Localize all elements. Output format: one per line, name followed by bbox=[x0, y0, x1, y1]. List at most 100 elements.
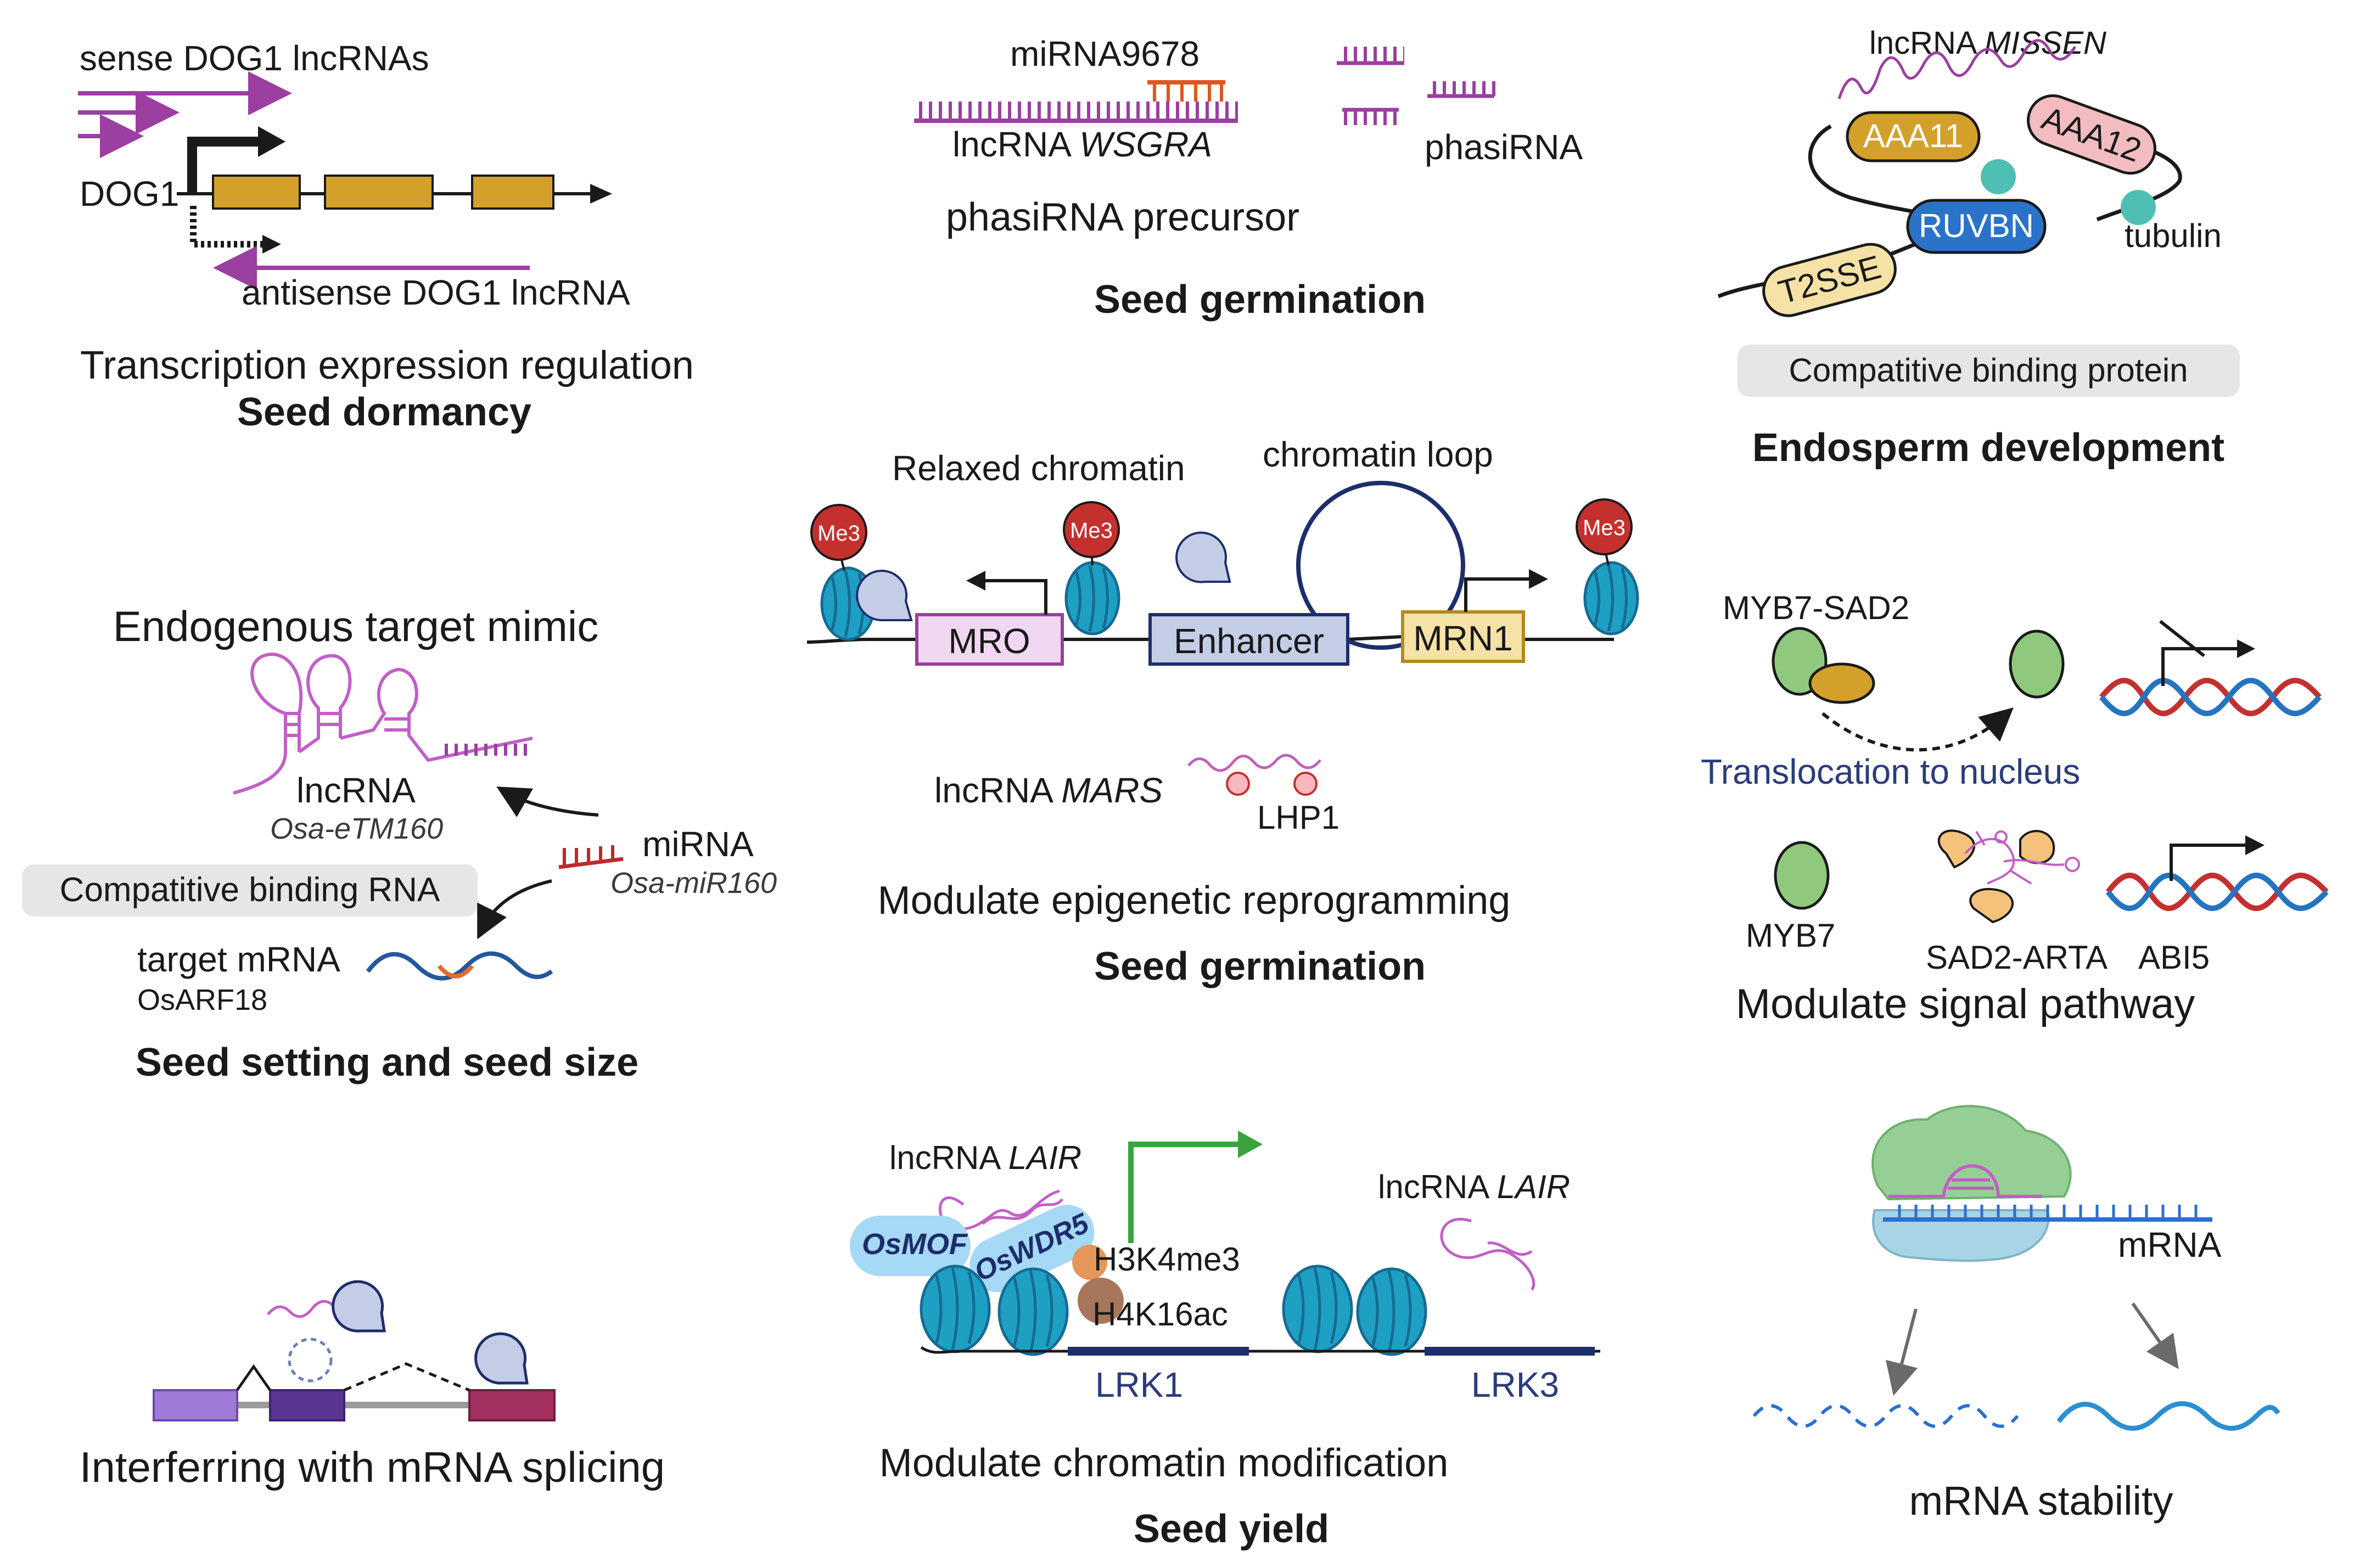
svg-text:Me3: Me3 bbox=[1070, 519, 1113, 543]
lhp1-factor-1 bbox=[856, 570, 913, 621]
sad2-protein-complex bbox=[1808, 662, 1875, 704]
p8-process: Seed yield bbox=[1134, 1507, 1329, 1551]
nucleosome-lrk3-a bbox=[1282, 1264, 1353, 1353]
svg-text:Me3: Me3 bbox=[1583, 516, 1626, 540]
degradation-arrow bbox=[1885, 1308, 1918, 1396]
protein-aaa11 bbox=[1846, 111, 1981, 162]
panel-signal-pathway: MYB7-SAD2 Translocation to nucleus MYB7 … bbox=[1701, 589, 2329, 1027]
p5-title: Endogenous target mimic bbox=[113, 602, 598, 650]
exon-magenta-3 bbox=[468, 1389, 556, 1421]
lncrna-lair-label-1: lncRNA LAIR bbox=[889, 1139, 1081, 1176]
translocation-label: Translocation to nucleus bbox=[1701, 752, 2080, 791]
lhp1-label: LHP1 bbox=[1257, 799, 1339, 836]
mirna9678-mark bbox=[1147, 80, 1225, 102]
degraded-mrna bbox=[1752, 1404, 2019, 1428]
tubulin-protein bbox=[2121, 190, 2156, 225]
nucleosome-lrk1-b bbox=[997, 1267, 1069, 1356]
p2-process: Seed germination bbox=[1094, 278, 1426, 322]
mrn1-tss-arrow bbox=[1464, 577, 1532, 612]
lhp1-dot-1 bbox=[1226, 772, 1250, 796]
lncrna-wsgra-strand bbox=[914, 102, 1238, 123]
arrow-to-mrna bbox=[477, 879, 552, 940]
myb7-label: MYB7 bbox=[1746, 917, 1835, 954]
panel-phasirna: miRNA9678 lncRNA WSGRA phasiRNA phasiRNA… bbox=[914, 34, 1583, 322]
mirna160-name: Osa-miR160 bbox=[610, 867, 777, 900]
p8-mechanism: Modulate chromatin modification bbox=[879, 1441, 1449, 1485]
p1-process: Seed dormancy bbox=[237, 390, 531, 434]
relaxed-chromatin-label: Relaxed chromatin bbox=[892, 448, 1185, 488]
stable-mrna bbox=[2056, 1401, 2280, 1431]
panel-endosperm: lncRNA MISSEN AAA11 AAA12 RUVBN tubulin … bbox=[1717, 25, 2240, 470]
myb7-sad2-label: MYB7-SAD2 bbox=[1723, 589, 1909, 626]
nucleosome-2 bbox=[1064, 561, 1120, 636]
translocation-arrow bbox=[1821, 707, 2014, 752]
p2-mechanism: phasiRNA precursor bbox=[946, 195, 1299, 239]
sense-arrows bbox=[78, 71, 292, 158]
lncrna-wsgra-label: lncRNA WSGRA bbox=[952, 125, 1212, 164]
splice-junction-2 bbox=[344, 1362, 470, 1392]
lhp1-factor-2 bbox=[1175, 531, 1231, 583]
exon-purple-1 bbox=[153, 1389, 238, 1421]
mirna-label: miRNA bbox=[642, 824, 754, 864]
panel-epigenetic: Relaxed chromatin chromatin loop Me3 bbox=[806, 435, 1639, 988]
stabilization-arrow bbox=[2131, 1302, 2179, 1369]
ribosome-small-subunit bbox=[1872, 1209, 2050, 1262]
phasirna-label: phasiRNA bbox=[1425, 127, 1583, 167]
box-enhancer bbox=[1148, 613, 1349, 666]
mrna-label: mRNA bbox=[2118, 1225, 2222, 1264]
exon-1 bbox=[212, 175, 301, 210]
lncrna-lair-label-2: lncRNA LAIR bbox=[1378, 1168, 1570, 1205]
lair-rna-1 bbox=[938, 1189, 1063, 1231]
myb7-free bbox=[1774, 841, 1830, 910]
mro-tss-arrow bbox=[983, 579, 1047, 615]
dna-helix-1 bbox=[2099, 678, 2322, 716]
box-mrn1-label: MRN1 bbox=[1413, 619, 1512, 658]
protein-ruvbn bbox=[1906, 199, 2047, 254]
me3-mark-1: Me3 bbox=[810, 504, 867, 571]
dna-helix-2 bbox=[2106, 873, 2329, 911]
me3-mark-2: Me3 bbox=[1063, 501, 1120, 566]
lncrna-etm160-structure bbox=[233, 653, 533, 795]
tubulin-label: tubulin bbox=[2125, 217, 2222, 254]
myb7-nuclear bbox=[2009, 630, 2065, 699]
nucleosome-lrk1-a bbox=[920, 1264, 991, 1353]
dissociated-factor bbox=[288, 1337, 333, 1382]
sense-dog1-label: sense DOG1 lncRNAs bbox=[80, 38, 429, 78]
lhp1-dot-2 bbox=[1293, 772, 1318, 796]
p4-mechanism: Modulate epigenetic reprogramming bbox=[878, 879, 1511, 923]
box-mro bbox=[915, 613, 1064, 666]
nucleosome-lrk3-b bbox=[1356, 1267, 1427, 1356]
lncrna-label: lncRNA bbox=[296, 771, 416, 810]
nucleosome-3 bbox=[1583, 561, 1639, 636]
svg-text:Me3: Me3 bbox=[817, 521, 860, 546]
spliceosome-factor-1 bbox=[332, 1280, 386, 1333]
panel-seed-dormancy: sense DOG1 lncRNAs DOG1 antisense DOG1 l… bbox=[78, 38, 694, 434]
exon-purple-2 bbox=[269, 1389, 345, 1421]
sad2-arta-complex bbox=[1937, 829, 2080, 924]
h4k16ac-mark bbox=[1078, 1278, 1124, 1324]
h3k4me3-label: H3K4me3 bbox=[1094, 1241, 1240, 1278]
protein-t2sse: T2SSE bbox=[1762, 243, 1897, 317]
p5-mechanism-box bbox=[22, 864, 478, 917]
target-mrna-wave bbox=[366, 951, 553, 981]
protein-ruvbn-label: RUVBN bbox=[1919, 207, 2034, 244]
p4-process: Seed germination bbox=[1094, 945, 1426, 988]
target-mrna-label: target mRNA bbox=[137, 940, 340, 979]
chromatin-loop bbox=[1296, 481, 1465, 650]
panel-mrna-stability: mRNA mRNA stability bbox=[1752, 1105, 2280, 1524]
p3-mechanism: Compatitive binding protein bbox=[1789, 352, 2188, 389]
box-mro-label: MRO bbox=[948, 621, 1030, 661]
lncrna-mars-label: lncRNA MARS bbox=[934, 771, 1163, 810]
panel-splicing: Interferring with mRNA splicing bbox=[80, 1280, 665, 1491]
mrna-comb bbox=[1898, 1205, 2198, 1219]
chromatin-dna-line bbox=[920, 1346, 1600, 1354]
p9-mechanism: mRNA stability bbox=[1909, 1478, 2173, 1524]
lrk3-label: LRK3 bbox=[1471, 1365, 1559, 1404]
active-tss-arrow bbox=[2170, 844, 2248, 881]
tss-arrow bbox=[187, 137, 261, 194]
arrow-to-lncrna bbox=[496, 786, 599, 817]
p3-process: Endosperm development bbox=[1752, 426, 2224, 470]
lncrna-mars-squiggle bbox=[1187, 754, 1321, 772]
dog1-gene-model bbox=[177, 126, 612, 254]
box-enhancer-label: Enhancer bbox=[1174, 621, 1324, 661]
